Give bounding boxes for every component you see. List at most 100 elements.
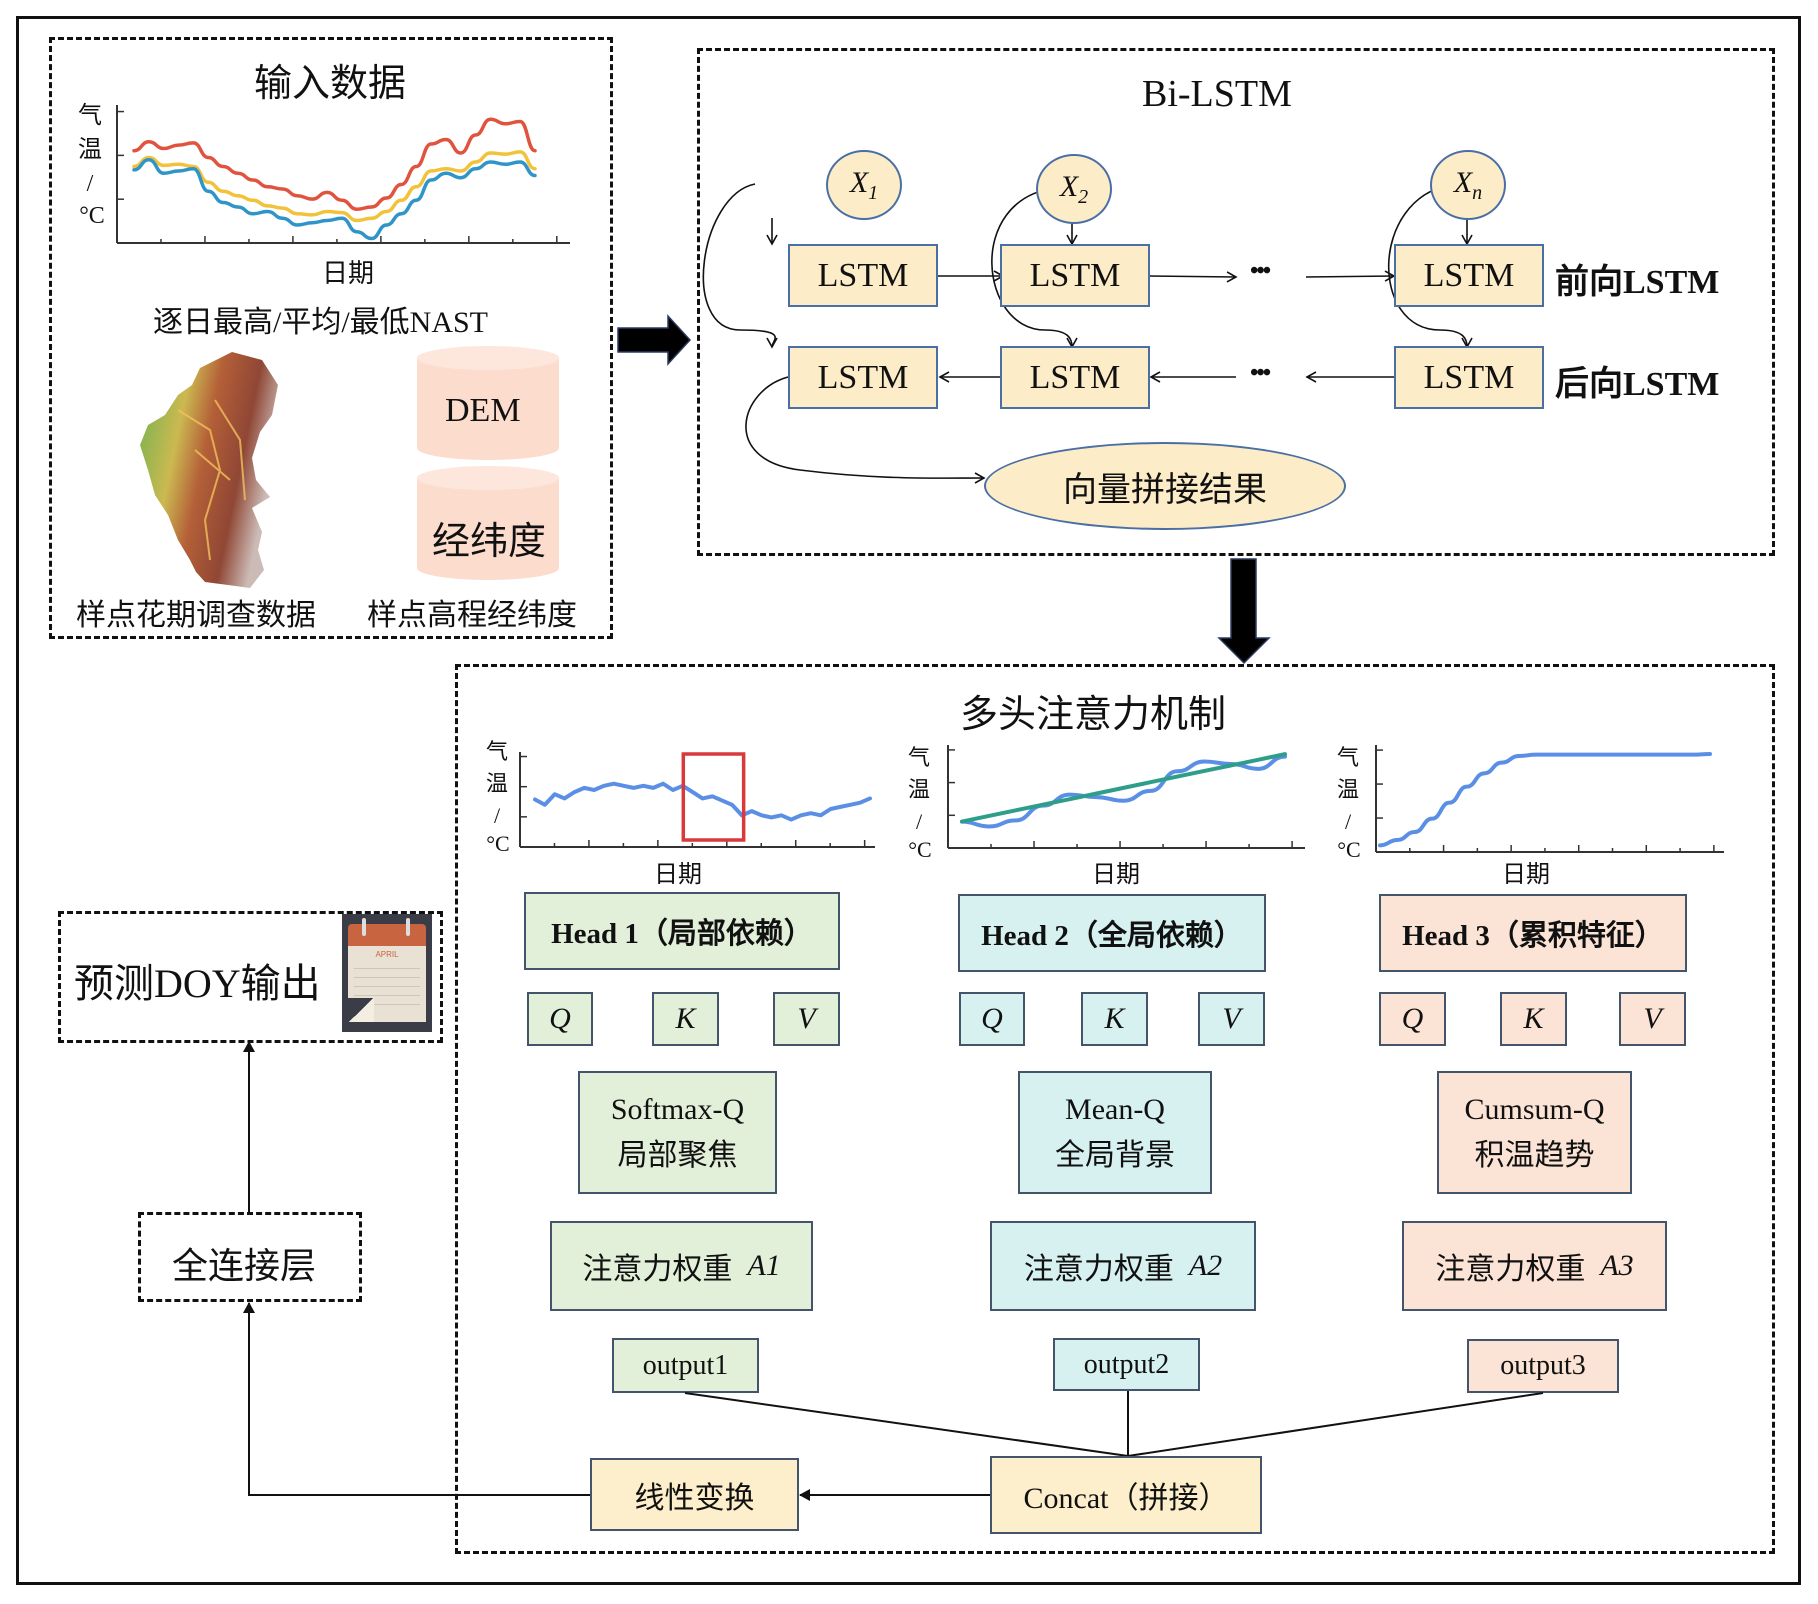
head1-method-desc: 局部聚焦 — [617, 1138, 738, 1172]
linear-transform-box: 线性变换 — [590, 1458, 799, 1531]
y-label-char: °C — [1337, 837, 1361, 862]
head2-title-box: Head 2（全局依赖） — [958, 894, 1266, 972]
head2-output-box: output2 — [1053, 1338, 1200, 1391]
doy-output-text: 预测DOY输出 — [74, 961, 321, 1006]
head3-title-box: Head 3（累积特征） — [1379, 894, 1687, 972]
input-chart-x-label: 日期 — [322, 259, 375, 288]
forward-lstm-cell-2: LSTM — [1000, 244, 1150, 307]
head3-v-box: V — [1619, 992, 1686, 1046]
head3-method-desc: 积温趋势 — [1474, 1138, 1595, 1172]
head2-q-box: Q — [959, 992, 1025, 1046]
backward-lstm-cell-n: LSTM — [1394, 346, 1544, 409]
input-panel-title: 输入数据 — [254, 63, 407, 105]
fully-connected-layer-box — [138, 1212, 362, 1302]
head3-method-box: Cumsum-Q 积温趋势 — [1437, 1071, 1632, 1194]
doy-output-box — [58, 911, 443, 1043]
fully-connected-layer-label: 全连接层 — [172, 1246, 317, 1286]
head1-output-box: output1 — [612, 1338, 759, 1393]
head1-method-box: Softmax-Q 局部聚焦 — [578, 1071, 777, 1194]
outer-frame — [16, 16, 1801, 1585]
head1-v-box: V — [773, 992, 840, 1046]
y-label-char: / — [493, 803, 501, 828]
head2-trend-line — [960, 752, 1287, 824]
head3-attention-weight-box: 注意力权重 A3 — [1402, 1221, 1667, 1311]
head1-chart-x-label: 日期 — [654, 862, 702, 888]
backward-ellipsis: ••• — [1250, 360, 1271, 386]
weight-symbol: A1 — [747, 1249, 781, 1282]
head1-q-box: Q — [527, 992, 593, 1046]
backward-lstm-label: 后向LSTM — [1555, 366, 1720, 403]
backward-lstm-cell-1: LSTM — [788, 346, 938, 409]
weight-label: 注意力权重 — [1435, 1253, 1586, 1286]
head2-method-desc: 全局背景 — [1055, 1138, 1175, 1172]
y-label-char: 温 — [485, 771, 508, 796]
weight-label: 注意力权重 — [582, 1253, 733, 1286]
head1-temp-line — [533, 781, 872, 822]
y-label-char: 温 — [907, 777, 930, 802]
forward-lstm-cell-n: LSTM — [1394, 244, 1544, 307]
y-label-char: 气 — [485, 739, 508, 764]
weight-label: 注意力权重 — [1023, 1253, 1174, 1286]
forward-lstm-label: 前向LSTM — [1555, 264, 1720, 301]
max-temp-line — [132, 117, 537, 211]
input-node-x2: X2 — [1036, 154, 1112, 224]
weight-symbol: A2 — [1188, 1249, 1223, 1282]
calendar-month: APRIL — [375, 950, 399, 959]
y-label-char: / — [915, 809, 923, 834]
x2-symbol: X2 — [1059, 169, 1089, 208]
doy-output-label: 预测DOY输出 — [74, 951, 321, 1009]
head3-method-name: Cumsum-Q — [1464, 1092, 1605, 1126]
y-label-char: 温 — [78, 137, 102, 163]
bilstm-title: Bi-LSTM — [1142, 73, 1292, 115]
attention-panel-title: 多头注意力机制 — [960, 694, 1227, 736]
map-caption: 样点花期调查数据 — [76, 599, 316, 632]
y-label-char: 温 — [1336, 777, 1359, 802]
head1-title-box: Head 1（局部依赖） — [524, 892, 840, 970]
head3-chart-x-label: 日期 — [1502, 862, 1550, 888]
backward-lstm-cell-2: LSTM — [1000, 346, 1150, 409]
multi-head-attention-panel — [455, 664, 1775, 1554]
head2-method-box: Mean-Q 全局背景 — [1018, 1071, 1212, 1194]
x1-symbol: X1 — [849, 165, 879, 204]
head3-k-box: K — [1500, 992, 1567, 1046]
head2-chart-x-label: 日期 — [1092, 862, 1140, 888]
head2-k-box: K — [1081, 992, 1148, 1046]
latlon-label: 经纬度 — [432, 521, 547, 563]
forward-lstm-cell-1: LSTM — [788, 244, 938, 307]
forward-ellipsis: ••• — [1250, 258, 1271, 284]
weight-symbol: A3 — [1600, 1249, 1634, 1282]
focus-highlight-box — [681, 752, 746, 842]
xn-symbol: Xn — [1453, 165, 1483, 204]
input-node-xn: Xn — [1430, 150, 1506, 220]
bilstm-panel — [697, 48, 1775, 556]
db-caption: 样点高程经纬度 — [367, 599, 577, 632]
head1-k-box: K — [652, 992, 719, 1046]
head3-cumulative-curve — [1378, 752, 1712, 848]
y-label-char: 气 — [1336, 745, 1359, 770]
input-node-x1: X1 — [826, 150, 902, 220]
calendar-icon: APRIL — [342, 914, 432, 1032]
y-label-char: °C — [486, 831, 510, 856]
min-temp-line — [132, 158, 537, 241]
head2-v-box: V — [1198, 992, 1265, 1046]
dem-label: DEM — [445, 392, 521, 429]
input-data-panel — [49, 37, 613, 639]
head1-attention-weight-box: 注意力权重 A1 — [550, 1221, 813, 1311]
head1-method-name: Softmax-Q — [610, 1092, 745, 1126]
mean-temp-line — [132, 150, 537, 223]
y-label-char: 气 — [907, 745, 930, 770]
y-label-char: °C — [908, 837, 932, 862]
y-label-char: °C — [79, 203, 105, 229]
input-chart-caption: 逐日最高/平均/最低NAST — [153, 306, 489, 339]
